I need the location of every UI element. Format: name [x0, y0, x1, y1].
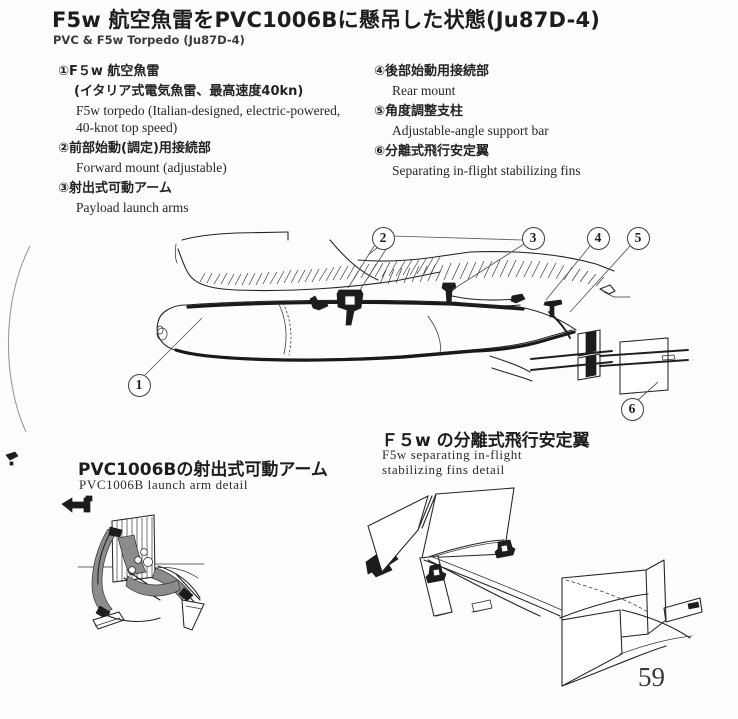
torpedo-top-line [185, 299, 521, 308]
fin-detail-arrow-icon [365, 550, 399, 578]
callout-1[interactable]: 1 [127, 373, 151, 397]
callout-2[interactable]: 2 [371, 226, 395, 250]
fin-detail-caption-en: F5w separating in-flight stabilizing fin… [382, 447, 522, 477]
legend-item-6-jp: ⑥分離式飛行安定翼 [374, 144, 490, 159]
arm-detail-left-foot [92, 611, 125, 630]
callout-4[interactable]: 4 [586, 226, 610, 250]
fin-detail-caption-en-line1: F5w separating in-flight [382, 447, 523, 462]
pylon-lower-edge [177, 248, 441, 292]
fin-detail-caption-jp: Ｆ５w の分離式飛行安定翼 [381, 431, 590, 451]
forward-mount-hardware [309, 289, 364, 326]
callout-leader-lines [144, 235, 659, 401]
fin-clamp-right [494, 539, 516, 559]
fin-left-lower-panel [419, 555, 453, 617]
tail-fin-assembly [489, 329, 689, 395]
torpedo-top-shadow [186, 300, 525, 311]
fin-center-spine [423, 559, 561, 617]
fin-upper-rear-panel [421, 487, 515, 559]
fin-upper-front-panel [561, 569, 649, 645]
separating-fin-box [619, 337, 669, 395]
callout-3[interactable]: 3 [521, 226, 545, 250]
arm-detail-left-arm [91, 528, 118, 615]
nose-cap-ring-inner [156, 325, 164, 335]
fin-lower-front-panel [561, 609, 623, 687]
left-arrow-icon [61, 497, 91, 513]
torpedo-body-seam [277, 301, 292, 356]
legend-item-6-en: Separating in-flight stabilizing fins [392, 163, 581, 178]
pylon-lead-edge [174, 243, 178, 264]
page-bleed-mark [5, 451, 19, 466]
legend-item-5-jp: ⑤角度調整支柱 [374, 104, 464, 119]
legend-item-4-en: Rear mount [392, 83, 456, 98]
legend-item-3-jp: ③射出式可動アーム [58, 181, 172, 196]
fin-detail-caption-en-line2: stabilizing fins detail [382, 462, 505, 477]
torpedo-nose-outline [156, 304, 471, 360]
torpedo-tail-upper-shadow [472, 330, 576, 353]
wing-upper-edge [357, 251, 471, 262]
page-title-jp: F5w 航空魚雷をPVC1006Bに懸吊した状態(Ju87D-4) [52, 8, 601, 32]
legend-marker-6: ⑥ [374, 144, 386, 159]
arm-detail-pivot [142, 557, 153, 568]
page-number: 59 [638, 662, 665, 692]
wing-trailing-edge [469, 250, 615, 272]
launch-arm-detail-illustration [61, 495, 205, 631]
arm-detail-datum-line [77, 563, 205, 568]
legend-marker-2: ② [58, 141, 70, 156]
fin-clamp-left [425, 563, 447, 584]
callout-6[interactable]: 6 [620, 397, 644, 421]
arm-detail-block [111, 514, 156, 583]
legend-item-2-jp: ②前部始動(調定)用接続部 [58, 141, 211, 156]
fin-right-flange [663, 597, 703, 623]
arm-detail-strut [117, 534, 147, 576]
legend-marker-3: ③ [58, 181, 70, 196]
arm-detail-tie-rod-right [171, 577, 197, 605]
wing-tip-detail [599, 284, 616, 295]
legend-marker-1: ① [58, 64, 70, 79]
wing-tip-strut [603, 291, 631, 298]
legend-item-1-en: F5w torpedo (Italian-designed, electric-… [76, 103, 341, 135]
pylon-top-edge [181, 231, 289, 241]
arm-detail-tie-rod-left [123, 577, 161, 601]
legend-item-2-en: Forward mount (adjustable) [76, 160, 227, 175]
callout-5[interactable]: 5 [626, 226, 650, 250]
torpedo-bottom-shadow [174, 348, 476, 362]
adjustable-support-bar [548, 311, 571, 339]
legend-item-4-jp: ④後部始動用接続部 [374, 64, 490, 79]
arm-detail-cross-member [125, 575, 181, 597]
fuselage-hatching-right [379, 259, 605, 287]
torpedo-tail-upper [469, 329, 573, 351]
arm-detail-block-hatch [116, 517, 153, 582]
arm-detail-right-foot [181, 599, 205, 631]
legend-item-5-en: Adjustable-angle support bar [392, 123, 549, 138]
nose-cap-ring [156, 327, 168, 341]
torpedo-tail-lower [519, 306, 577, 331]
launch-arm-detail-caption-jp: PVC1006Bの射出式可動アーム [78, 460, 328, 480]
fuselage-hatching-left [199, 256, 441, 286]
arm-detail-right-arm [151, 567, 191, 601]
launch-arm-hardware [441, 282, 526, 307]
fin-tab-left [471, 599, 493, 613]
legend-item-1-jp: ①F５w 航空魚雷 [58, 64, 160, 79]
legend-column-left: ①F５w 航空魚雷 (イタリア式電気魚雷、最高速度40kn) F5w torpe… [58, 62, 358, 216]
legend-item-3-en: Payload launch arms [76, 200, 189, 215]
page-bleed-arc [7, 245, 31, 433]
page-title-en: PVC & F5w Torpedo (Ju87D-4) [53, 33, 245, 47]
legend-marker-5: ⑤ [374, 104, 386, 119]
pylon-kink-edge [329, 239, 379, 281]
legend-marker-4: ④ [374, 64, 386, 79]
fin-left-rear-panel [367, 494, 429, 574]
main-assembly [144, 231, 689, 401]
legend-column-right: ④後部始動用接続部 Rear mount ⑤角度調整支柱 Adjustable-… [374, 62, 684, 179]
launch-arm-detail-caption-en: PVC1006B launch arm detail [79, 477, 249, 492]
legend-item-1-jp-sub: (イタリア式電気魚雷、最高速度40kn) [74, 84, 304, 99]
torpedo-taper-seam [427, 315, 441, 354]
fin-detail-illustration [365, 487, 703, 687]
rear-mount-hardware [543, 299, 563, 318]
